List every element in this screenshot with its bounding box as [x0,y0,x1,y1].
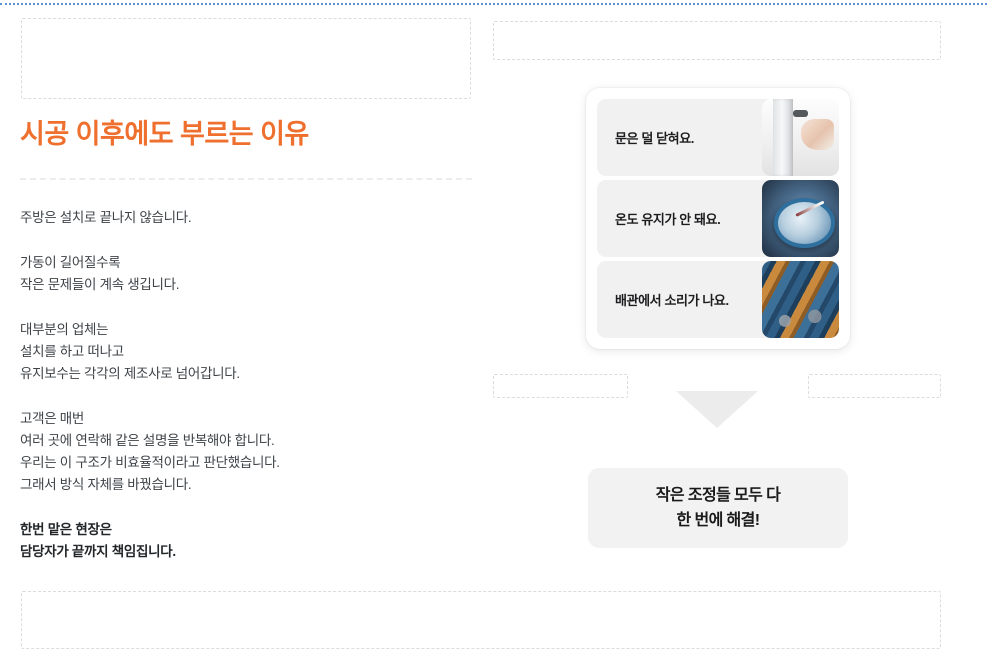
fridge-handle-icon [792,109,809,117]
body-line: 고객은 매번 [20,410,85,426]
placeholder-box-top-right [493,21,941,60]
temperature-gauge-photo [762,180,839,257]
body-line: 설치를 하고 떠나고 [20,343,124,359]
body-line: 작은 문제들이 계속 생깁니다. [20,276,180,292]
solution-callout-line: 한 번에 해결! [676,512,760,529]
body-line: 담당자가 끝까지 책임집니다. [20,543,176,559]
body-line: 가동이 길어질수록 [20,254,121,270]
placeholder-box-bottom [21,591,941,649]
symptom-card[interactable]: 문은 덜 닫혀요. [597,99,839,176]
body-line: 주방은 설치로 끝나지 않습니다. [20,209,192,225]
fridge-door-photo [762,99,839,176]
body-line: 여러 곳에 연락해 같은 설명을 반복해야 합니다. [20,432,275,448]
placeholder-box-mid-left [493,374,628,398]
symptom-card-label: 배관에서 소리가 나요. [615,293,729,308]
body-line: 유지보수는 각각의 제조사로 넘어갑니다. [20,365,240,381]
solution-callout-line: 작은 조정들 모두 다 [655,487,781,504]
symptom-card[interactable]: 온도 유지가 안 돼요. [597,180,839,257]
gauge-needle-icon [795,200,825,217]
body-line: 대부분의 업체는 [20,321,109,337]
solution-callout: 작은 조정들 모두 다 한 번에 해결! [588,468,848,548]
placeholder-box-mid-right [808,374,941,398]
body-line: 우리는 이 구조가 비효율적이라고 판단했습니다. [20,454,280,470]
body-line: 한번 맡은 현장은 [20,521,112,537]
symptom-card[interactable]: 배관에서 소리가 나요. [597,261,839,338]
arrow-down-icon [676,391,758,428]
placeholder-box-top-left [21,18,471,99]
symptom-card-panel: 문은 덜 닫혀요. 온도 유지가 안 돼요. 배관에서 소리가 나요. [586,88,850,349]
body-paragraph: 주방은 설치로 끝나지 않습니다. [20,207,472,229]
top-dotted-rule [0,3,987,5]
left-content-column: 시공 이후에도 부르는 이유 주방은 설치로 끝나지 않습니다. 가동이 길어질수… [20,118,472,563]
pipes-photo [762,261,839,338]
symptom-card-label: 문은 덜 닫혀요. [615,131,694,146]
page-title: 시공 이후에도 부르는 이유 [20,119,309,149]
symptom-card-label: 온도 유지가 안 돼요. [615,212,721,227]
heading-divider [20,177,472,180]
body-line: 그래서 방식 자체를 바꿨습니다. [20,476,192,492]
